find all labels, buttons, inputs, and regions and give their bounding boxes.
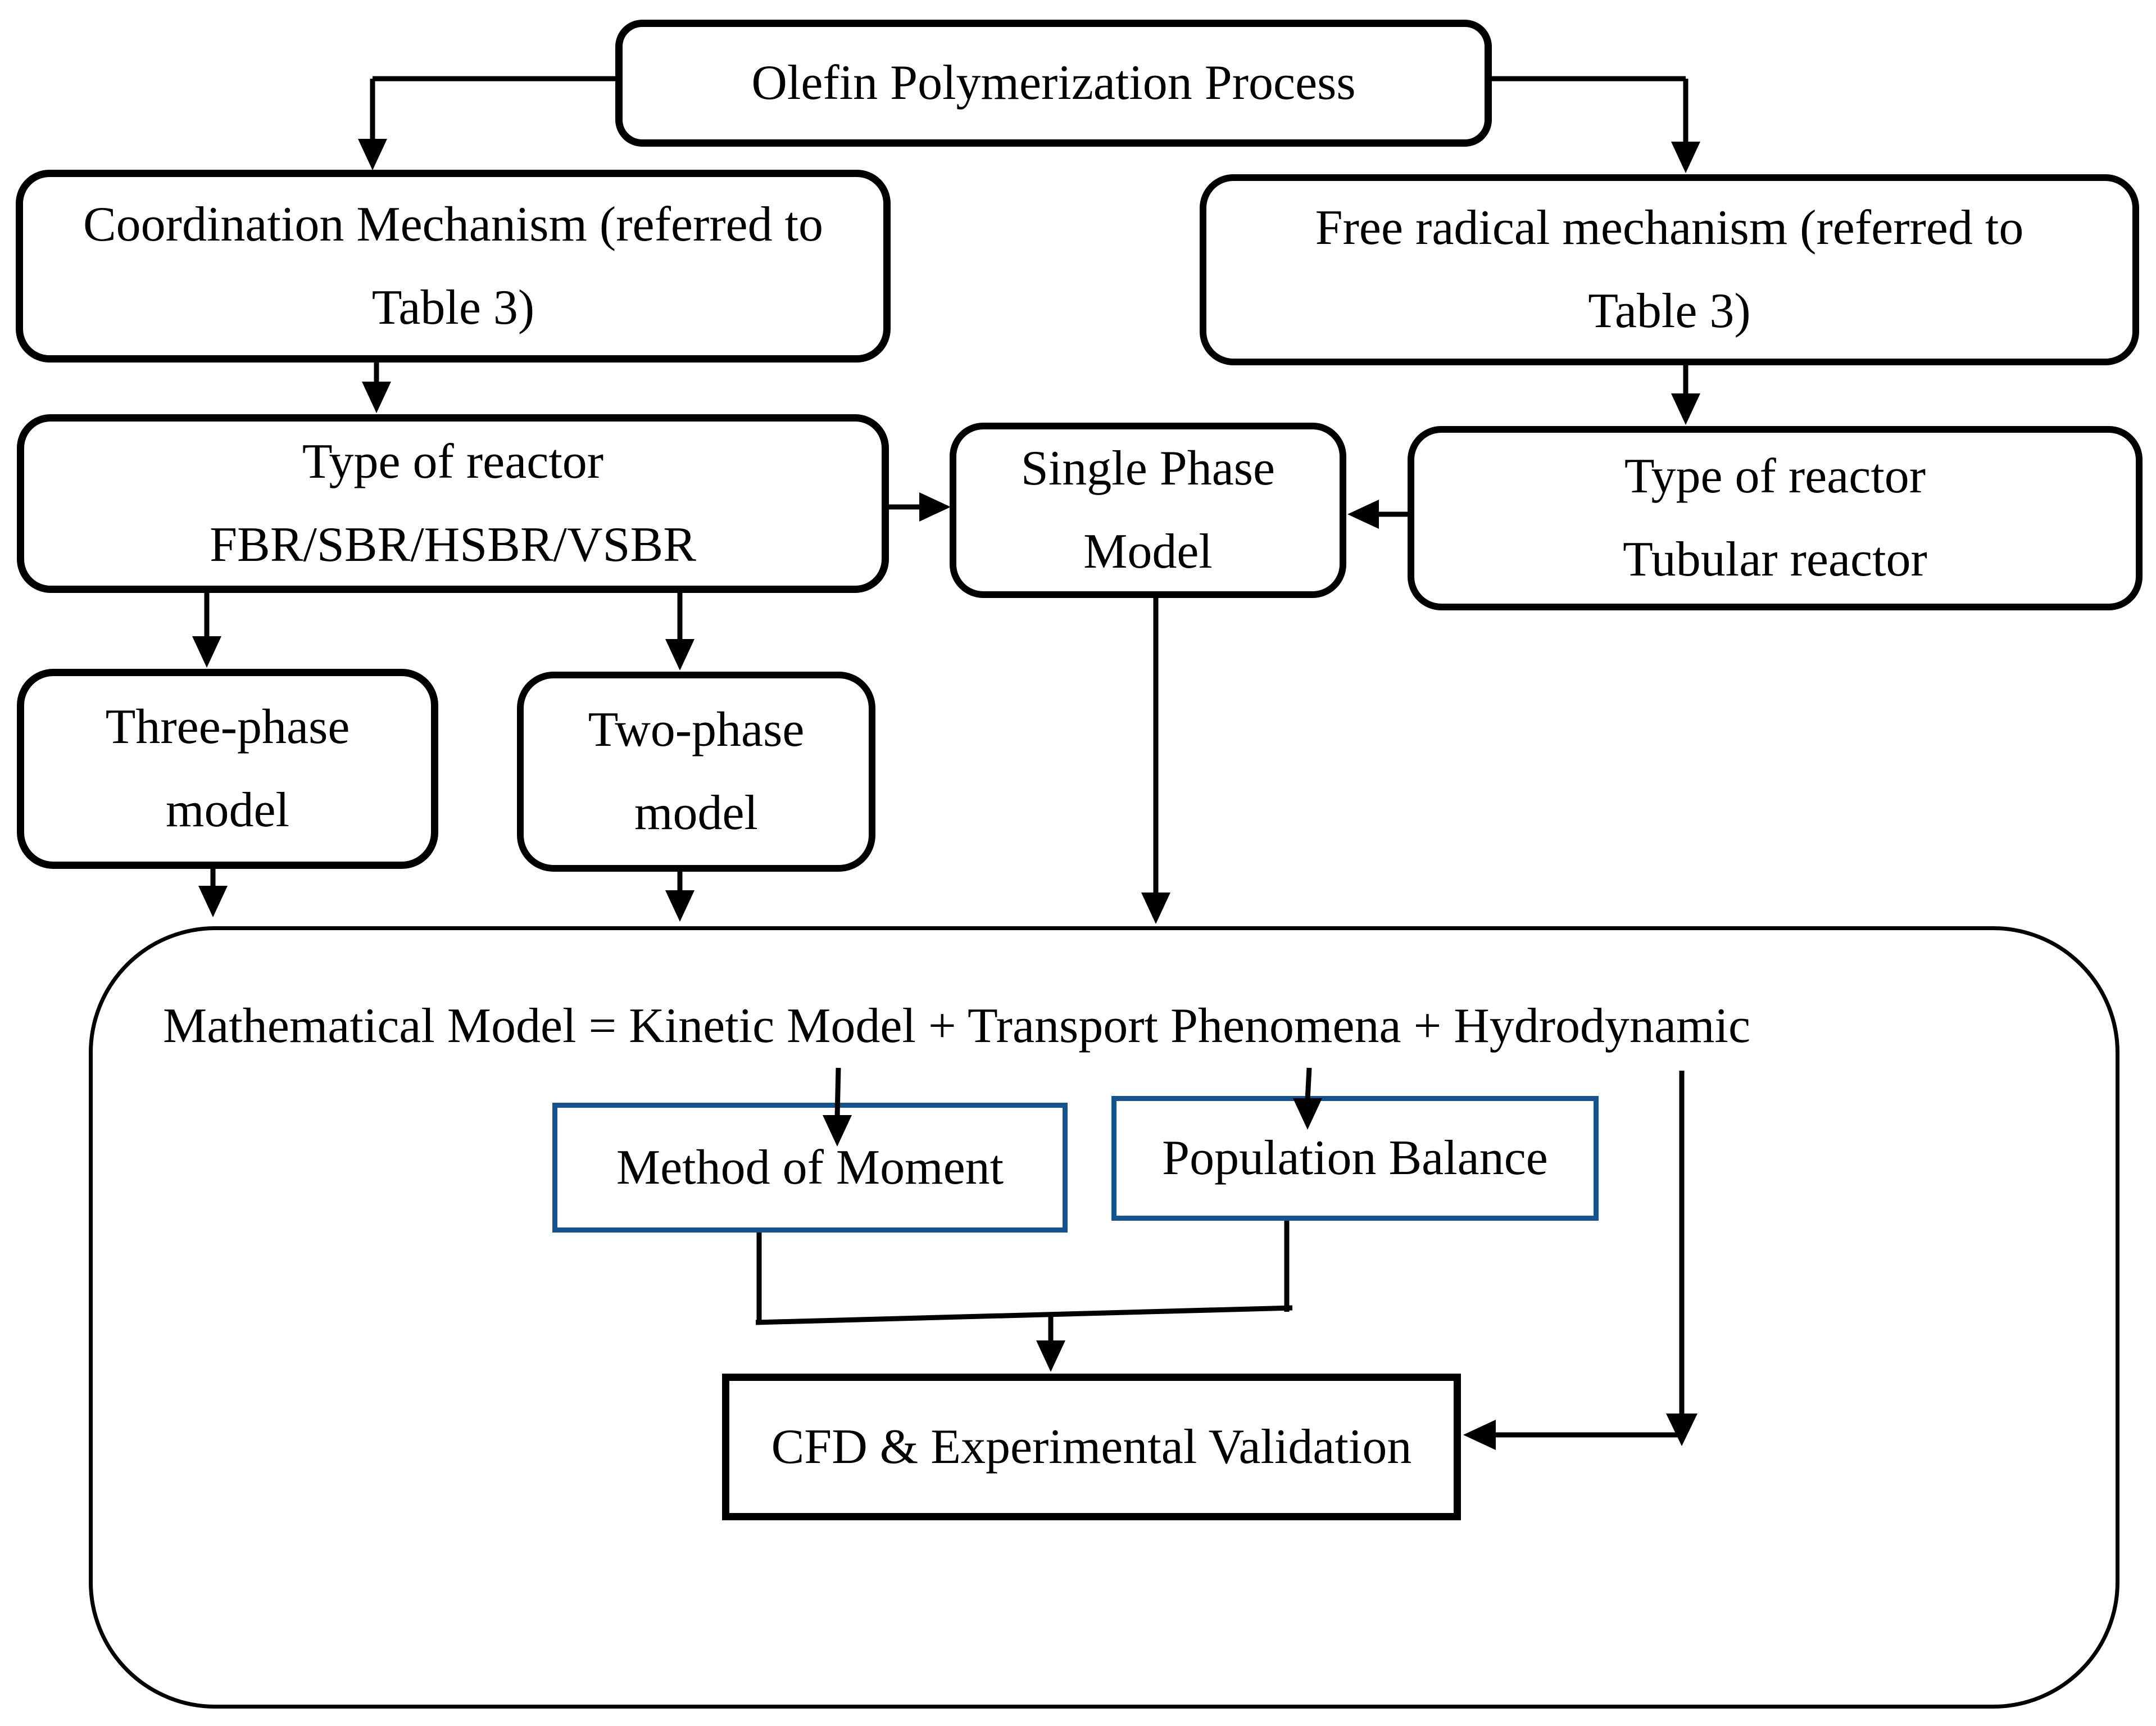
node-cfd-experimental-validation: CFD & Experimental Validation: [722, 1374, 1461, 1520]
node-two-phase-model: Two-phase model: [517, 672, 875, 872]
edge-free-radical-to-reactor-tubular-arrowhead: [1671, 393, 1700, 425]
edge-olefin-to-free-radical-arrowhead: [1671, 142, 1700, 173]
edge-reactor-fbr-to-single-phase-arrowhead: [919, 492, 951, 522]
edge-reactor-fbr-to-two-phase-arrowhead: [665, 639, 695, 671]
node-three-phase-model: Three-phase model: [17, 669, 438, 869]
node-olefin-polymerization-process: Olefin Polymerization Process: [615, 20, 1492, 147]
node-single-phase-model: Single Phase Model: [950, 423, 1346, 598]
edge-olefin-to-coordination-arrowhead: [358, 139, 387, 170]
node-reactor-type-fbr-sbr-hsbr-vsbr: Type of reactor FBR/SBR/HSBR/VSBR: [17, 414, 889, 593]
node-coordination-mechanism: Coordination Mechanism (referred to Tabl…: [16, 170, 891, 363]
edge-single-phase-to-math-model-arrowhead: [1141, 893, 1170, 924]
edge-coordination-to-reactor-fbr-arrowhead: [362, 382, 391, 413]
node-reactor-type-tubular: Type of reactor Tubular reactor: [1408, 426, 2143, 610]
edge-three-phase-to-math-model-arrowhead: [198, 886, 228, 917]
node-method-of-moment: Method of Moment: [552, 1103, 1068, 1233]
node-free-radical-mechanism: Free radical mechanism (referred to Tabl…: [1200, 174, 2139, 365]
edge-reactor-tubular-to-single-phase-arrowhead: [1347, 500, 1379, 529]
edge-two-phase-to-math-model-arrowhead: [665, 890, 695, 922]
edge-reactor-fbr-to-three-phase-arrowhead: [192, 636, 221, 668]
label-mathematical-model-equation: Mathematical Model = Kinetic Model + Tra…: [163, 999, 1751, 1053]
node-population-balance: Population Balance: [1111, 1096, 1599, 1221]
